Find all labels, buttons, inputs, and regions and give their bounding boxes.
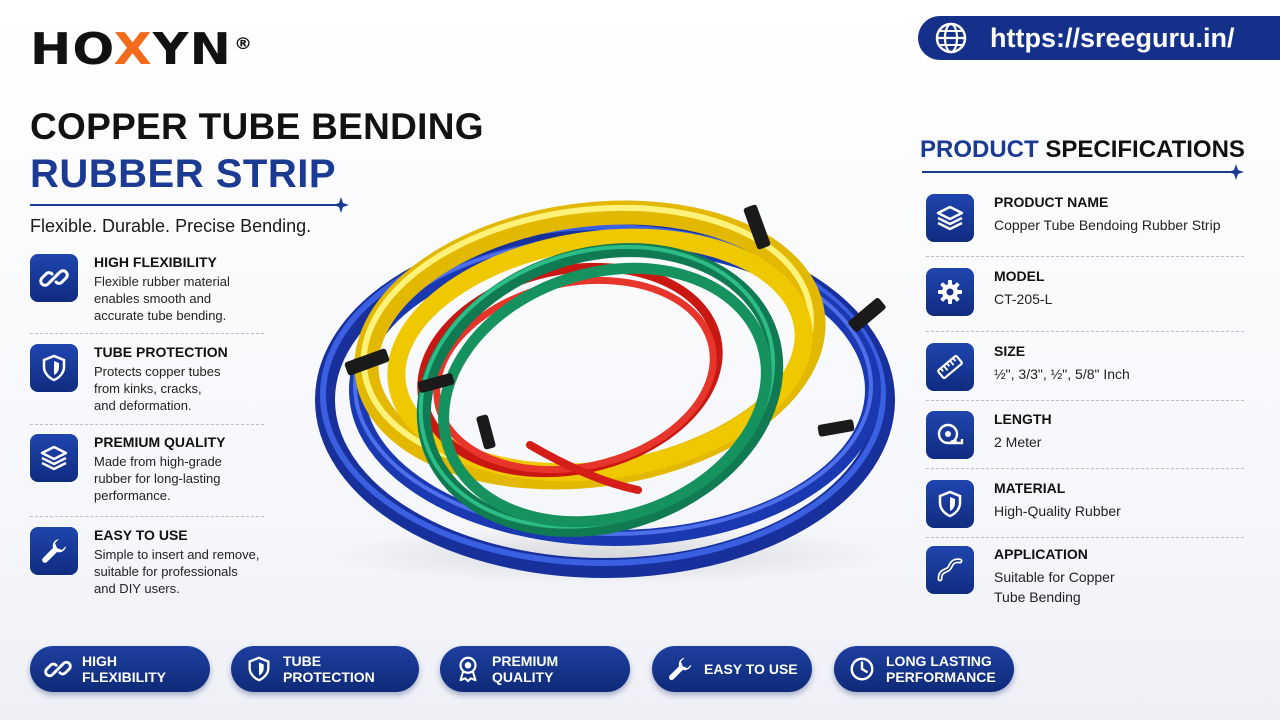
spec-label: SIZE: [994, 343, 1026, 359]
yellow-tube: [354, 200, 826, 490]
feature-easy-to-use: EASY TO USE Simple to insert and remove,…: [30, 527, 264, 597]
wrench-icon: [30, 527, 78, 575]
product-image: [315, 200, 895, 585]
logo-prefix: HO: [30, 24, 114, 75]
spec-label: LENGTH: [994, 411, 1052, 427]
spec-model: MODEL CT-205-L: [926, 268, 1246, 316]
gear-icon: [926, 268, 974, 316]
badge-label: EASY TO USE: [704, 661, 798, 677]
feature-desc: Simple to insert and remove, suitable fo…: [94, 547, 260, 596]
specs-title-black: SPECIFICATIONS: [1045, 136, 1245, 163]
shield-icon: [248, 656, 270, 682]
website-link[interactable]: https://sreeguru.in/: [918, 16, 1280, 60]
badge-label: PREMIUM QUALITY: [492, 653, 559, 685]
spec-product-name: PRODUCT NAME Copper Tube Bendoing Rubber…: [926, 194, 1246, 242]
spec-length: LENGTH 2 Meter: [926, 411, 1246, 459]
spec-label: MATERIAL: [994, 480, 1066, 496]
headline-line-1: COPPER TUBE BENDING: [30, 106, 484, 147]
layers-icon: [30, 434, 78, 482]
globe-icon: [935, 22, 967, 54]
badge-high-flexibility: HIGH FLEXIBILITY: [30, 646, 210, 692]
divider: [30, 333, 264, 334]
badge-label: HIGH FLEXIBILITY: [82, 653, 166, 685]
shield-icon: [926, 480, 974, 528]
divider: [926, 331, 1244, 332]
feature-desc: Made from high-grade rubber for long-las…: [94, 454, 222, 503]
clock-icon: [850, 657, 874, 681]
registered-mark: ®: [234, 34, 254, 53]
tape-measure-icon: [926, 411, 974, 459]
spec-label: MODEL: [994, 268, 1045, 284]
bent-tube-icon: [926, 546, 974, 594]
chain-link-icon: [44, 660, 72, 678]
spec-value: CT-205-L: [994, 291, 1053, 307]
divider: [30, 424, 264, 425]
spec-value: 2 Meter: [994, 434, 1042, 450]
badge-easy-to-use: EASY TO USE: [652, 646, 812, 692]
badge-tube-protection: TUBE PROTECTION: [231, 646, 419, 692]
ruler-icon: [926, 343, 974, 391]
divider: [926, 256, 1244, 257]
specs-underline: [922, 171, 1234, 173]
shield-icon: [30, 344, 78, 392]
feature-tube-protection: TUBE PROTECTION Protects copper tubes fr…: [30, 344, 264, 414]
spec-application: APPLICATION Suitable for Copper Tube Ben…: [926, 546, 1246, 607]
specs-title: PRODUCT SPECIFICATIONS: [920, 136, 1245, 164]
badge-label: TUBE PROTECTION: [283, 653, 375, 685]
sparkle-icon: [1228, 164, 1244, 180]
layers-icon: [926, 194, 974, 242]
badge-premium-quality: PREMIUM QUALITY: [440, 646, 630, 692]
divider: [926, 537, 1244, 538]
badge-long-lasting-performance: LONG LASTING PERFORMANCE: [834, 646, 1014, 692]
feature-title: EASY TO USE: [94, 527, 188, 543]
badge-label: LONG LASTING PERFORMANCE: [886, 653, 996, 685]
divider: [926, 468, 1244, 469]
spec-value: Copper Tube Bendoing Rubber Strip: [994, 217, 1221, 233]
feature-desc: Flexible rubber material enables smooth …: [94, 274, 230, 323]
green-tube: [416, 243, 784, 537]
logo-suffix: YN: [152, 24, 232, 75]
cable-ties: [344, 204, 886, 450]
feature-high-flexibility: HIGH FLEXIBILITY Flexible rubber materia…: [30, 254, 264, 324]
divider: [926, 400, 1244, 401]
medal-icon: [459, 656, 477, 683]
spec-value: High-Quality Rubber: [994, 503, 1121, 519]
logo-x: X: [113, 24, 153, 75]
spec-material: MATERIAL High-Quality Rubber: [926, 480, 1246, 528]
spec-label: PRODUCT NAME: [994, 194, 1109, 210]
feature-desc: Protects copper tubes from kinks, cracks…: [94, 364, 221, 413]
tagline: Flexible. Durable. Precise Bending.: [30, 216, 312, 236]
spec-value: Suitable for Copper Tube Bending: [994, 569, 1115, 605]
website-url: https://sreeguru.in/: [990, 22, 1235, 53]
brand-logo: HOXYN®: [30, 28, 253, 72]
spec-size: SIZE ½", 3/3", ½", 5/8" Inch: [926, 343, 1246, 391]
headline-line-2: RUBBER STRIP: [30, 152, 337, 196]
feature-title: HIGH FLEXIBILITY: [94, 254, 217, 270]
sparkle-icon: [333, 197, 349, 213]
headline-underline: [30, 204, 340, 206]
feature-premium-quality: PREMIUM QUALITY Made from high-grade rub…: [30, 434, 264, 504]
feature-title: TUBE PROTECTION: [94, 344, 228, 360]
divider: [30, 516, 264, 517]
feature-title: PREMIUM QUALITY: [94, 434, 226, 450]
chain-link-icon: [30, 254, 78, 302]
specs-title-blue: PRODUCT: [920, 136, 1039, 163]
spec-label: APPLICATION: [994, 546, 1088, 562]
wrench-icon: [668, 657, 692, 681]
spec-value: ½", 3/3", ½", 5/8" Inch: [994, 366, 1130, 382]
